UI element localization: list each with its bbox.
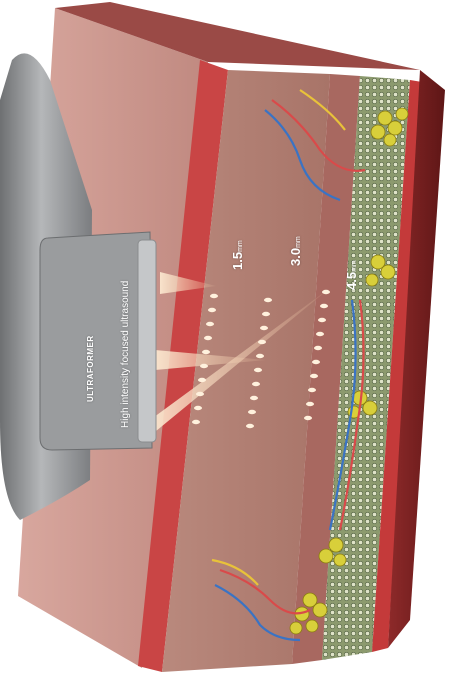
depth-value: 1.5 — [230, 252, 245, 270]
depth-value: 3.0 — [288, 248, 303, 266]
device-tip — [138, 240, 156, 442]
depth-label-4-5mm: 4.5mm — [344, 260, 359, 290]
depth-unit: mm — [237, 240, 244, 252]
device-brand: ULTRAFORMER — [86, 335, 95, 402]
depth-unit: mm — [295, 236, 302, 248]
depth-unit: mm — [351, 260, 358, 272]
depth-label-3-0mm: 3.0mm — [288, 236, 303, 266]
depth-value: 4.5 — [344, 272, 359, 290]
device-caption: High intensity focused ultrasound — [120, 281, 131, 428]
depth-label-1-5mm: 1.5mm — [230, 240, 245, 270]
device-cartridge — [40, 232, 152, 450]
